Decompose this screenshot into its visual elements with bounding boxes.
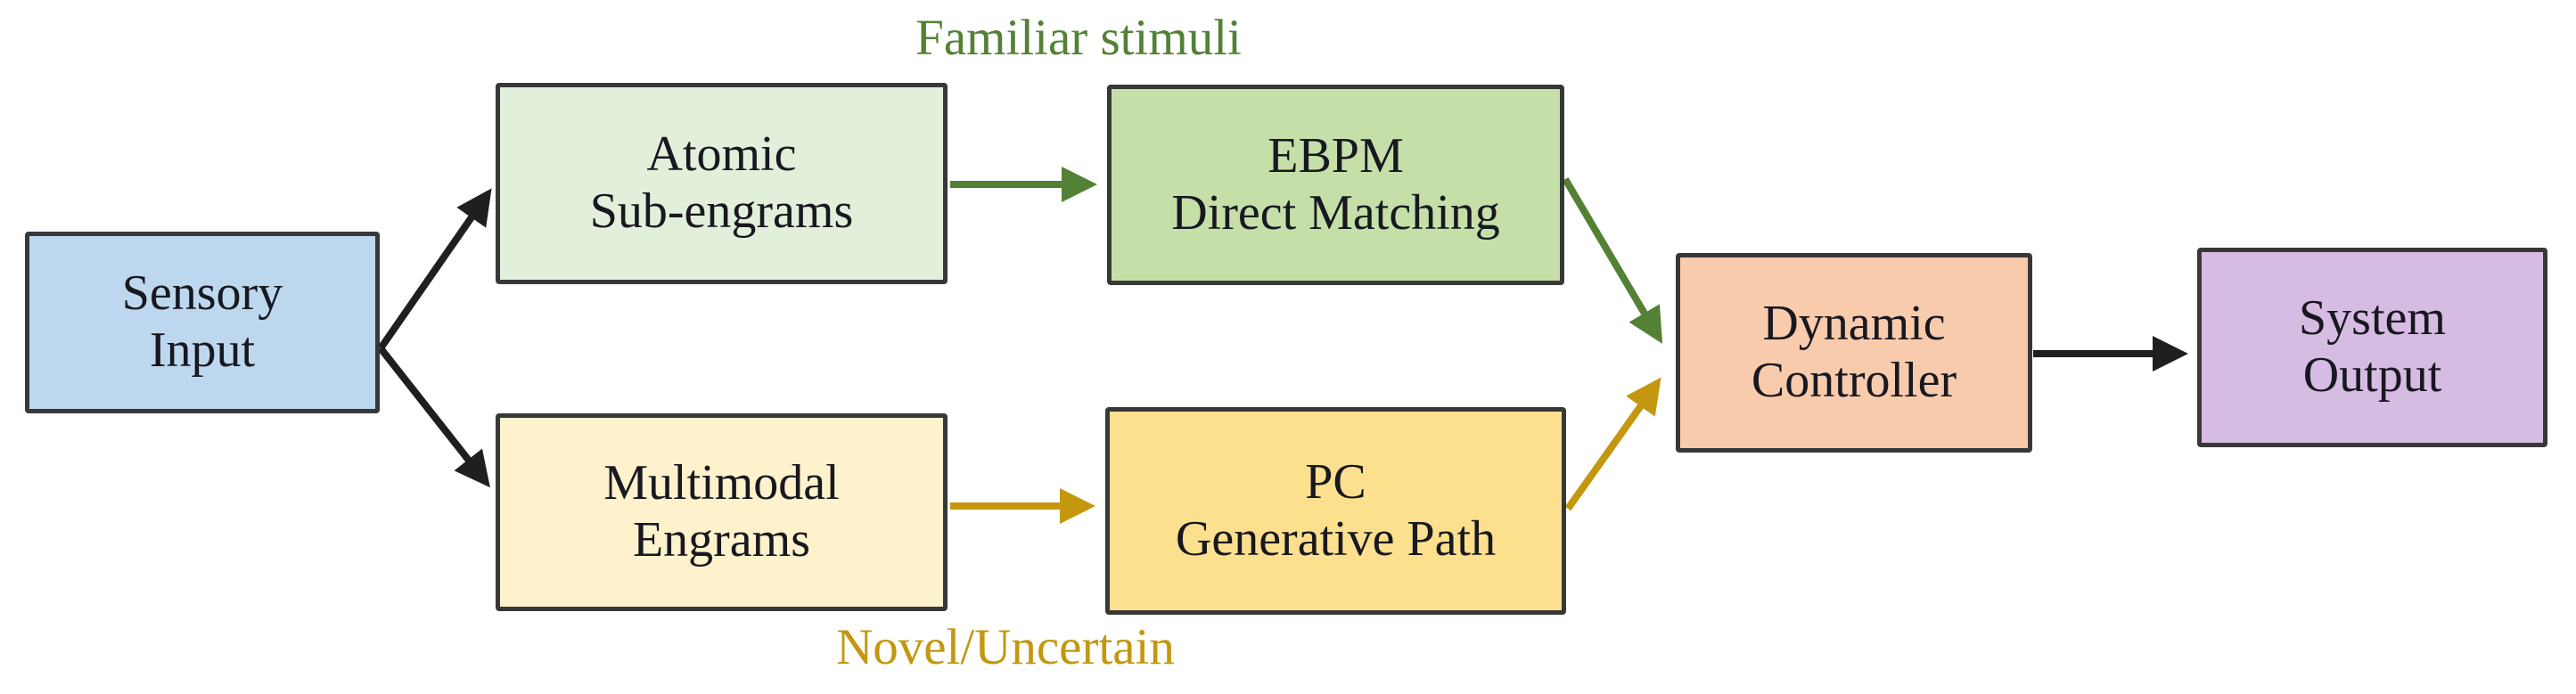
edge-sensory-to-atomic <box>377 188 492 351</box>
node-atomic-sub-engrams: Atomic Sub-engrams <box>496 83 948 284</box>
edge-pc-to-controller <box>1564 377 1661 511</box>
node-system-output-label: System Output <box>2299 290 2446 403</box>
edge-sensory-to-multimodal <box>377 346 490 488</box>
node-dynamic-controller-label: Dynamic Controller <box>1751 296 1957 408</box>
node-system-output: System Output <box>2197 248 2547 447</box>
label-novel-uncertain: Novel/Uncertain <box>836 619 1175 675</box>
edge-ebpm-to-controller <box>1562 176 1663 344</box>
node-dynamic-controller: Dynamic Controller <box>1676 253 2032 453</box>
node-ebpm-direct-matching-label: EBPM Direct Matching <box>1171 127 1500 241</box>
node-pc-generative-path-label: PC Generative Path <box>1175 453 1497 567</box>
label-familiar-stimuli: Familiar stimuli <box>915 10 1242 66</box>
node-multimodal-engrams: Multimodal Engrams <box>496 413 948 611</box>
node-ebpm-direct-matching: EBPM Direct Matching <box>1107 85 1564 285</box>
node-atomic-sub-engrams-label: Atomic Sub-engrams <box>589 127 854 239</box>
node-pc-generative-path: PC Generative Path <box>1105 407 1566 615</box>
node-sensory-input-label: Sensory Input <box>121 265 283 378</box>
node-multimodal-engrams-label: Multimodal Engrams <box>603 455 840 567</box>
node-sensory-input: Sensory Input <box>25 232 380 413</box>
